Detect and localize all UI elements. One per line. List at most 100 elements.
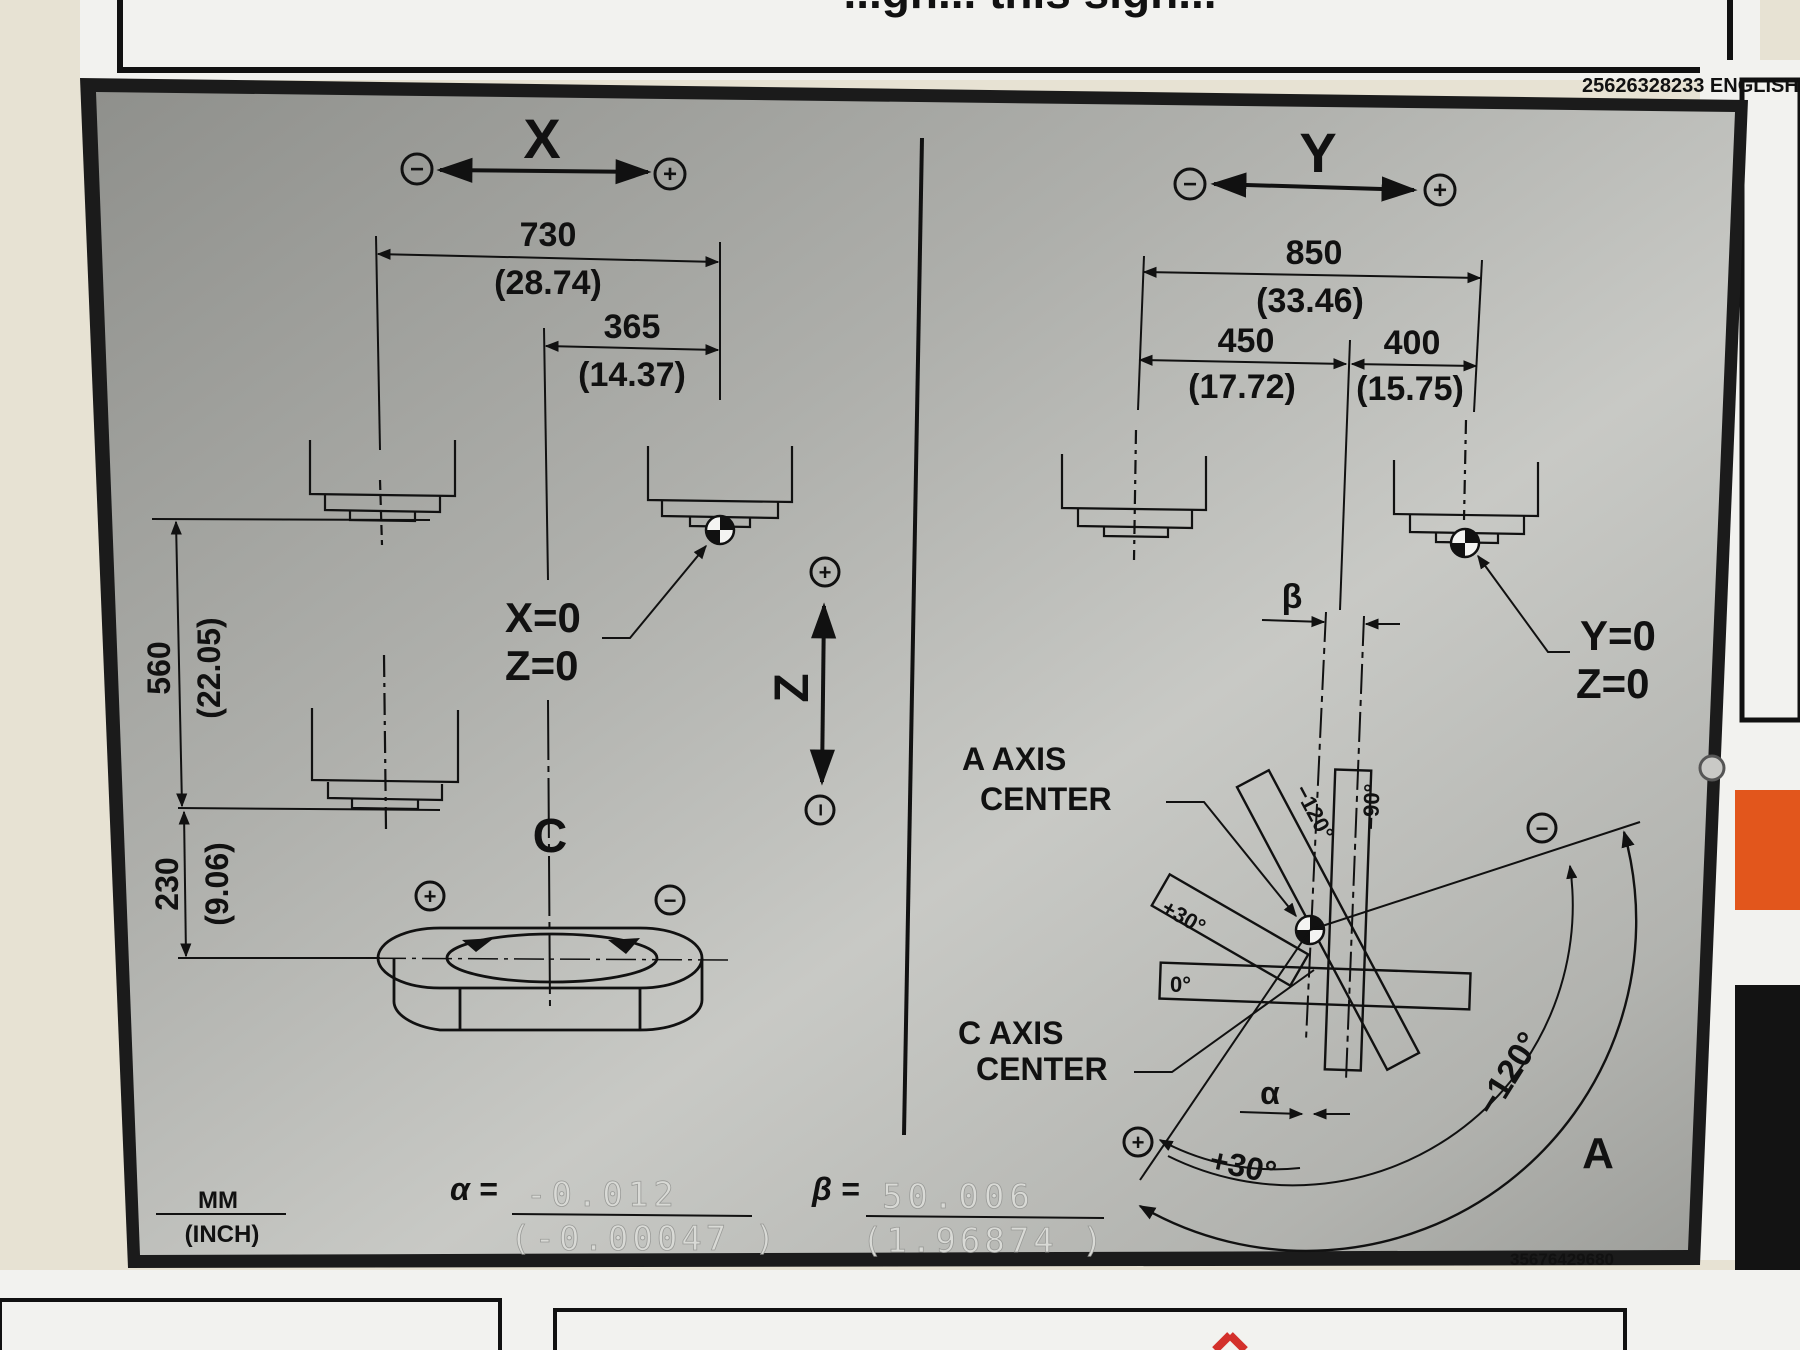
x-minus-circle — [400, 152, 434, 186]
y-ext-line-right — [1473, 259, 1483, 413]
spindle-y-left — [1060, 429, 1208, 561]
c-rotation-arrow-left — [462, 938, 494, 952]
x-plus-circle — [653, 157, 687, 191]
y-panel: Y − + 850 (33.46) 450 (17.72) 400 (15.75… — [958, 121, 1656, 1253]
arc-plus-circle — [1122, 1126, 1154, 1158]
c-axis-center-line1: C AXIS — [958, 1015, 1064, 1051]
c-plus-circle — [414, 880, 446, 912]
beta-offset-inch: (1.96874 ) — [862, 1221, 1107, 1261]
x-origin-label-z: Z=0 — [505, 642, 579, 689]
alpha-offset-mm: -0.012 — [526, 1175, 679, 1215]
x-origin-label-x: X=0 — [505, 594, 581, 641]
x-dim-730-inch: (28.74) — [494, 264, 602, 302]
x-axis-arrow — [436, 157, 652, 185]
z-axis-indicator: + Z − — [766, 556, 841, 826]
red-x-mark — [1212, 1332, 1248, 1350]
panel-divider — [902, 137, 924, 1136]
z-plus-circle — [809, 556, 841, 588]
y-axis-arrow — [1210, 172, 1418, 202]
angle-minus90: −90° — [1358, 783, 1385, 830]
y-dim-450-line — [1138, 354, 1348, 370]
y-dim-450-inch: (17.72) — [1188, 368, 1296, 406]
y-origin-label-y: Y=0 — [1580, 612, 1656, 659]
z-dim-230-inch: (9.06) — [199, 842, 235, 926]
alpha-offset-inch: (-0.00047 ) — [510, 1219, 779, 1259]
y-origin-label-z: Z=0 — [1576, 660, 1650, 707]
c-plus-sign: + — [424, 884, 437, 909]
y-dim-850-line — [1142, 266, 1482, 284]
arc-minus-circle — [1526, 812, 1558, 844]
z-minus-circle — [804, 794, 836, 826]
c-table-centerline — [329, 957, 733, 961]
z-dim-560-mm: 560 — [141, 641, 177, 694]
bottom-sticker-box-left — [0, 1298, 502, 1350]
y-origin-leader — [1477, 554, 1570, 653]
z-dim-230-mm: 230 — [149, 857, 185, 910]
beta-offset-label: β = — [811, 1171, 859, 1207]
z-dim-230-line — [178, 810, 192, 958]
right-sticker-frame — [1739, 77, 1800, 723]
x-origin-leader — [602, 544, 707, 639]
z-dim-560-line — [170, 520, 188, 808]
y-minus-sign: − — [1183, 171, 1197, 198]
a-arc-inner — [1167, 864, 1578, 1187]
c-minus-sign: − — [664, 888, 677, 913]
alpha-offset-label: α = — [450, 1171, 497, 1207]
y-minus-circle — [1173, 167, 1207, 201]
x-plus-sign: + — [663, 161, 677, 188]
warning-orange-label — [1735, 790, 1800, 910]
bottom-sticker-box-right — [553, 1308, 1627, 1350]
x-dim-730-line — [376, 248, 720, 268]
c-rotation-arrow-right — [608, 938, 640, 954]
z-plus-sign: + — [819, 560, 832, 585]
z-dim-560-inch: (22.05) — [191, 617, 227, 718]
y-dim-400-line — [1350, 358, 1478, 372]
y-origin-marker-fill — [1451, 529, 1479, 557]
z-minus-sign: − — [808, 804, 833, 817]
alpha-offset-rule — [511, 1213, 753, 1217]
beta-arrow-left — [1261, 615, 1326, 628]
unit-legend-mm: MM — [198, 1187, 238, 1214]
top-sticker — [80, 0, 1760, 80]
y-dim-400-inch: (15.75) — [1356, 370, 1464, 408]
beta-offset-rule — [865, 1215, 1105, 1219]
x-origin-marker-fill — [706, 516, 734, 544]
x-center-line — [543, 327, 549, 581]
a-axis-center-line2: CENTER — [980, 781, 1112, 817]
x-ext-line-left — [375, 235, 381, 451]
alpha-symbol: α — [1260, 1075, 1280, 1111]
y-dim-450-mm: 450 — [1218, 322, 1275, 360]
angle-zero: 0° — [1170, 972, 1191, 997]
part-number: 25626328233 ENGLISH — [1582, 75, 1799, 97]
c-minus-circle — [654, 884, 686, 916]
y-plus-circle — [1423, 173, 1457, 207]
c-axis-line — [547, 699, 551, 1011]
z-ext-line-mid — [177, 807, 441, 811]
y-dim-400-mm: 400 — [1384, 324, 1441, 362]
a-axis-label: A — [1582, 1129, 1614, 1178]
a-arc-outer — [1138, 830, 1638, 1253]
beta-symbol: β — [1282, 578, 1303, 616]
x-axis-label: X — [523, 107, 560, 170]
top-sign-border — [117, 0, 1733, 73]
y-center-line — [1339, 339, 1351, 611]
y-dim-850-inch: (33.46) — [1256, 282, 1364, 320]
z-ext-line-top — [151, 518, 431, 521]
serial-number: 35676429680 — [1510, 1250, 1614, 1269]
alpha-arrow-left — [1239, 1107, 1304, 1120]
beta-offset-mm: 50.006 — [882, 1177, 1035, 1217]
unit-legend-inch: (INCH) — [185, 1221, 260, 1248]
a-arc-plus30 — [1158, 1139, 1301, 1171]
c-label: C — [533, 810, 568, 863]
y-dim-850-mm: 850 — [1286, 234, 1343, 272]
arc-minus-sign: − — [1536, 816, 1549, 841]
x-panel: X − + 730 (28.74) 365 (14.37) — [141, 107, 794, 1032]
top-sign-text: ...gh... this sign... — [843, 0, 1216, 18]
x-dim-730-mm: 730 — [520, 216, 577, 254]
arc-plus-sign: + — [1132, 1130, 1145, 1155]
a-axis-center-line1: A AXIS — [962, 741, 1066, 777]
c-axis-center-line2: CENTER — [976, 1051, 1108, 1087]
x-minus-sign: − — [410, 156, 424, 183]
